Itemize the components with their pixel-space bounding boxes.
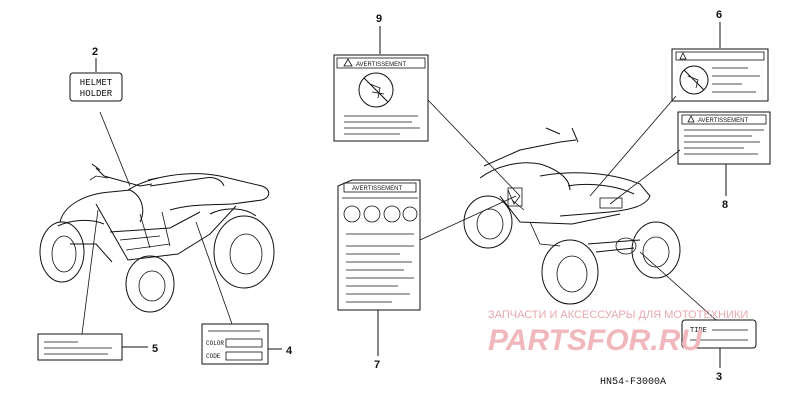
warning-7-title: AVERTISSEMENT [352,186,402,192]
label-4-color-code: COLOR CODE 4 [195,221,293,365]
callout-8: 8 [722,199,728,211]
watermark: ЗАПЧАСТИ И АКСЕССУАРЫ ДЛЯ МОТОТЕХНИКИ PA… [488,309,748,357]
color-field-label: COLOR [206,340,224,347]
warning-label-8: AVERTISSEMENT 8 [609,111,771,211]
atv-rear-view [463,127,681,305]
callout-5: 5 [152,343,158,355]
warning-label-6: 6 [589,9,769,197]
watermark-logo: PARTSFOR.RU [488,324,703,357]
callout-7: 7 [374,359,380,371]
warning-label-7: AVERTISSEMENT 7 [337,179,517,371]
warning-label-9: 9 AVERTISSEMENT [333,13,521,197]
tire-label-3: TIRE 3 [639,251,757,383]
callout-3: 3 [716,371,722,383]
atv-front-view [39,163,275,313]
warning-8-title: AVERTISSEMENT [698,118,748,124]
callout-4: 4 [286,345,293,357]
diagram-code: HN54-F3000A [600,377,666,388]
watermark-tagline: ЗАПЧАСТИ И АКСЕССУАРЫ ДЛЯ МОТОТЕХНИКИ [488,309,748,321]
tire-label-text: TIRE [690,327,707,335]
callout-9: 9 [376,13,382,25]
helmet-holder-label: 2 HELMET HOLDER [69,46,131,187]
warning-9-title: AVERTISSEMENT [356,62,406,68]
callout-2: 2 [92,46,98,58]
helmet-label-line2: HOLDER [80,89,113,99]
helmet-label-line1: HELMET [80,78,113,88]
callout-6: 6 [716,9,722,21]
code-field-label: CODE [206,353,221,360]
label-5: 5 [37,209,158,361]
